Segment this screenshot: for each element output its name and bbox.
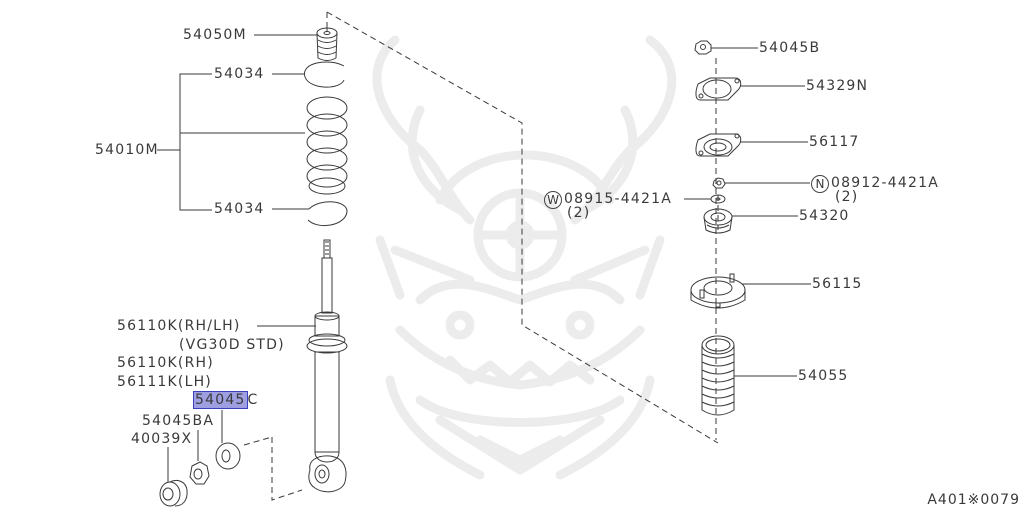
spring-seat-bottom-icon (307, 201, 348, 227)
part-label-54050m[interactable]: 54050M (183, 27, 247, 43)
part-label-56117[interactable]: 56117 (809, 134, 860, 150)
dashed-guide-lines (243, 11, 719, 501)
plate-54329n-icon (695, 77, 742, 101)
part-label-54034-top[interactable]: 54034 (214, 66, 265, 82)
part-label-40039x[interactable]: 40039X (131, 431, 193, 447)
part-label-56110k-rh[interactable]: 56110K(RH) (117, 355, 214, 371)
washer-symbol-icon: W (544, 191, 562, 209)
nut-54045b-icon (694, 40, 712, 55)
spring-seat-56115-icon (690, 273, 746, 309)
bushing-40039x-icon (159, 479, 188, 507)
part-number: 08912-4421A (831, 175, 939, 191)
part-label-54034-bottom[interactable]: 54034 (214, 201, 265, 217)
part-label-54329n[interactable]: 54329N (806, 78, 869, 94)
washer-54045c-icon (215, 442, 241, 470)
nut-54045ba-icon (189, 461, 210, 485)
part-label-suffix: C (247, 392, 259, 408)
part-qty-08915: (2) (567, 205, 591, 221)
leader-lines (157, 34, 811, 482)
dust-boot-54055-icon (701, 335, 735, 416)
part-label-56115[interactable]: 56115 (812, 276, 863, 292)
insulator-54320-icon (703, 208, 733, 234)
figure-code: A401※0079 (927, 492, 1020, 508)
part-label-56111k-lh[interactable]: 56111K(LH) (117, 374, 212, 390)
part-note-vg30d-std: (VG30D STD) (179, 337, 285, 353)
watermark-logo-icon (372, 35, 677, 480)
part-label-54045b[interactable]: 54045B (759, 40, 821, 56)
shock-absorber-icon (306, 239, 348, 493)
highlighted-part-number[interactable]: 54045 (193, 391, 248, 409)
part-label-54010m[interactable]: 54010M (95, 142, 159, 158)
part-number: 08915-4421A (564, 191, 672, 207)
nut-08912-icon (712, 177, 726, 189)
part-label-54045ba[interactable]: 54045BA (142, 413, 215, 429)
part-label-54320[interactable]: 54320 (799, 208, 850, 224)
bump-stop-part-icon (316, 22, 338, 61)
coil-spring-icon (306, 96, 348, 195)
spring-seat-top-icon (304, 61, 345, 88)
mount-56117-icon (695, 133, 742, 157)
part-label-54055[interactable]: 54055 (798, 368, 849, 384)
nut-symbol-icon: N (811, 175, 829, 193)
part-label-56110k-rhlh[interactable]: 56110K(RH/LH) (117, 318, 241, 334)
part-qty-08912: (2) (835, 189, 859, 205)
